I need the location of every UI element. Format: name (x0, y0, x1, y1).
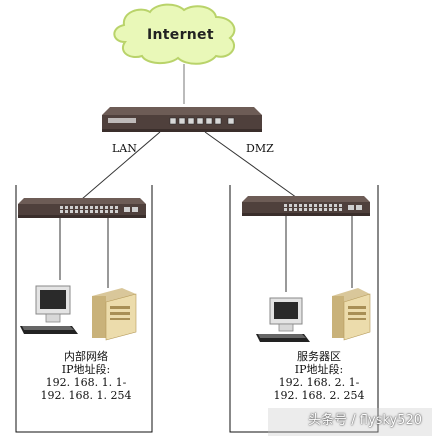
internal-range-label: IP地址段: (61, 363, 111, 376)
lan-label: LAN (112, 142, 137, 155)
dmz-zone-text: 服务器区 IP地址段: 192. 168. 2. 1- 192. 168. 2.… (266, 350, 372, 402)
dmz-zone-frame (229, 185, 379, 433)
internal-pc (20, 285, 78, 334)
dmz-pc (256, 297, 310, 342)
dmz-server (332, 288, 371, 341)
internal-zone-title: 内部网络 (64, 350, 108, 363)
watermark: 头条号 / flysky520 (308, 413, 422, 428)
dmz-range-end: 192. 168. 2. 254 (273, 389, 365, 402)
dmz-switch (242, 196, 370, 216)
internal-switch (18, 198, 146, 218)
dmz-range-label: IP地址段: (294, 363, 344, 376)
internal-server (92, 288, 137, 341)
router (102, 107, 262, 132)
internal-zone-frame (15, 185, 153, 433)
dmz-link (204, 131, 301, 201)
lan-link (74, 131, 161, 206)
internal-range-end: 192. 168. 1. 254 (40, 389, 132, 402)
internet-label: Internet (147, 27, 214, 43)
dmz-label: DMZ (246, 142, 274, 155)
internal-range-start: 192. 168. 1. 1- (45, 376, 127, 389)
internet-cloud (113, 3, 236, 65)
dmz-zone-title: 服务器区 (297, 350, 341, 363)
internal-zone-text: 内部网络 IP地址段: 192. 168. 1. 1- 192. 168. 1.… (36, 350, 136, 402)
dmz-range-start: 192. 168. 2. 1- (278, 376, 360, 389)
